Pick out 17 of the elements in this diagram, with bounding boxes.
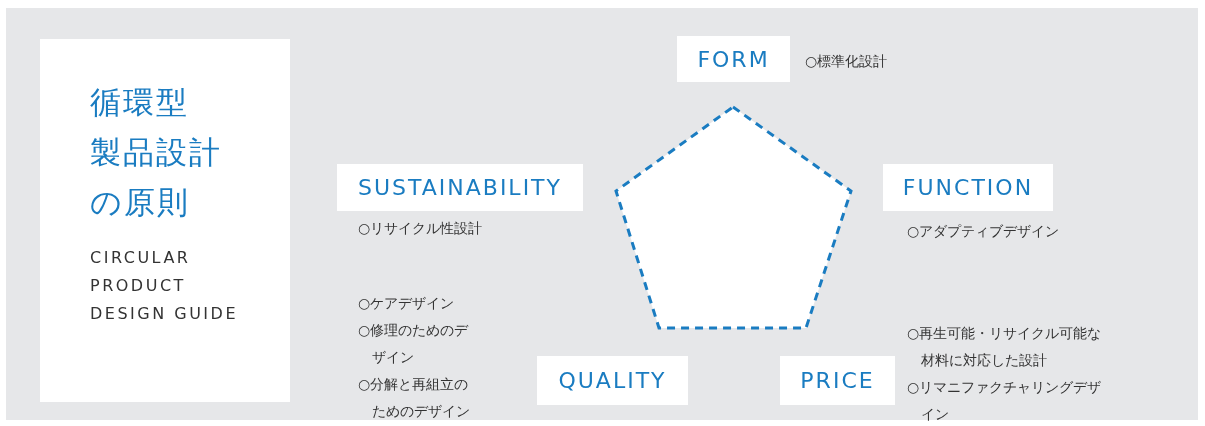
principle-item: ○修理のためのデザイン: [358, 321, 470, 367]
subtitle-text: CIRCULAR PRODUCT DESIGN GUIDE: [90, 247, 239, 325]
principle-item: ○アダプティブデザイン: [907, 222, 1061, 241]
category-tag: FUNCTION: [883, 164, 1053, 211]
category-tag: FORM: [677, 36, 790, 82]
category-tag: SUSTAINABILITY: [337, 164, 583, 211]
category-tag: QUALITY: [537, 356, 688, 405]
principle-item: ○ケアデザイン: [358, 294, 456, 313]
principle-item: ○標準化設計: [805, 52, 889, 71]
category-tag: PRICE: [780, 356, 895, 405]
principle-item: ○リマニファクチャリングデザイン: [907, 378, 1103, 424]
dashed-pentagon: [612, 103, 856, 332]
title-card: [40, 39, 290, 402]
principle-item: ○リサイクル性設計: [358, 219, 484, 238]
principle-item: ○再生可能・リサイクル可能な材料に対応した設計: [907, 324, 1103, 370]
title-heading: 循環型製品設計の原則: [90, 83, 223, 222]
principle-item: ○分解と再組立のためのデザイン: [358, 375, 471, 421]
